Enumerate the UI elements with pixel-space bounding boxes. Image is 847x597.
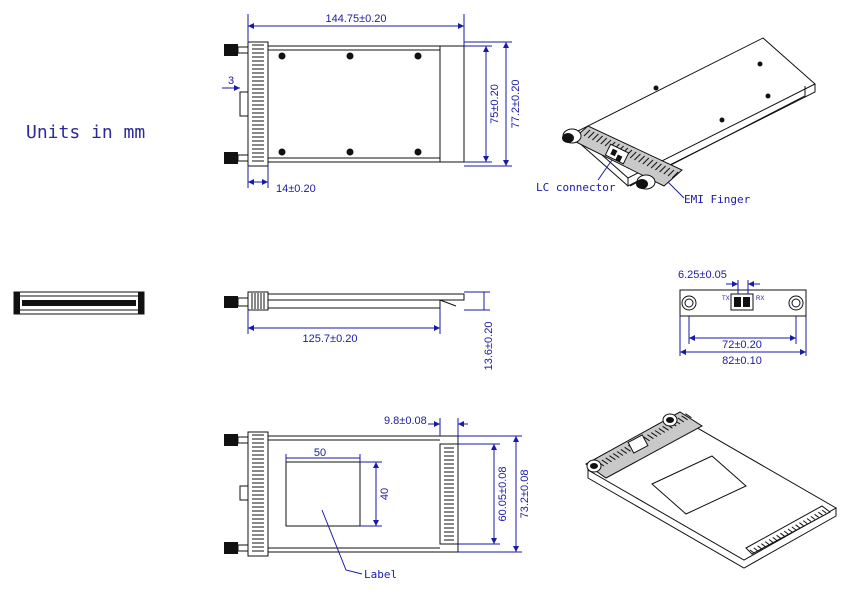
dim-125-7: 125.7±0.20	[303, 333, 358, 345]
dim-14: 14±0.20	[276, 183, 316, 195]
dim-13-6: 13.6±0.20	[483, 322, 495, 371]
label-area	[285, 461, 361, 527]
label-emi-finger: EMI Finger	[684, 193, 751, 206]
dim-6-25: 6.25±0.05	[678, 269, 727, 281]
isometric-bottom-view	[585, 411, 838, 569]
tx-label: TX	[722, 296, 730, 302]
dim-73-2: 73.2±0.08	[519, 470, 531, 519]
thumbscrew-knob	[224, 44, 238, 56]
dim-40: 40	[379, 488, 391, 500]
dim-length: 144.75±0.20	[325, 13, 386, 25]
bottom-view: 50 40 9.8±0.08 60.05±0.08 73.2±0.08 Labe…	[224, 415, 531, 581]
rear-end-view	[13, 291, 145, 315]
emi-finger-ribs	[252, 44, 264, 162]
dim-82: 82±0.10	[722, 355, 762, 367]
iso-thumbscrew-knob	[636, 174, 656, 190]
rx-label: RX	[756, 296, 764, 302]
units-label: Units in mm	[26, 122, 146, 143]
edge-connector	[439, 443, 459, 545]
side-view: 125.7±0.20 13.6±0.20	[224, 291, 495, 371]
iso-label-area	[651, 455, 747, 515]
dim-75: 75±0.20	[489, 84, 501, 124]
top-view: 144.75±0.20 75±0.20 77.2±0.20 3 14±0.20	[222, 13, 522, 195]
iso-thumbscrew-knob	[562, 128, 582, 144]
module-body	[267, 45, 465, 163]
thumbscrew-knob	[224, 152, 238, 164]
front-view: TX RX 6.25±0.05 72±0.20 82±0.10	[678, 269, 807, 367]
isometric-top-view: LC connector EMI Finger	[536, 37, 816, 206]
label-lc-connector: LC connector	[536, 181, 616, 194]
dim-77-2: 77.2±0.20	[510, 80, 522, 129]
dim-3: 3	[228, 75, 234, 87]
label-callout: Label	[364, 568, 397, 581]
dim-50: 50	[314, 447, 326, 459]
dim-60-05: 60.05±0.08	[497, 467, 509, 522]
dim-9-8: 9.8±0.08	[384, 415, 427, 427]
dim-72: 72±0.20	[722, 339, 762, 351]
